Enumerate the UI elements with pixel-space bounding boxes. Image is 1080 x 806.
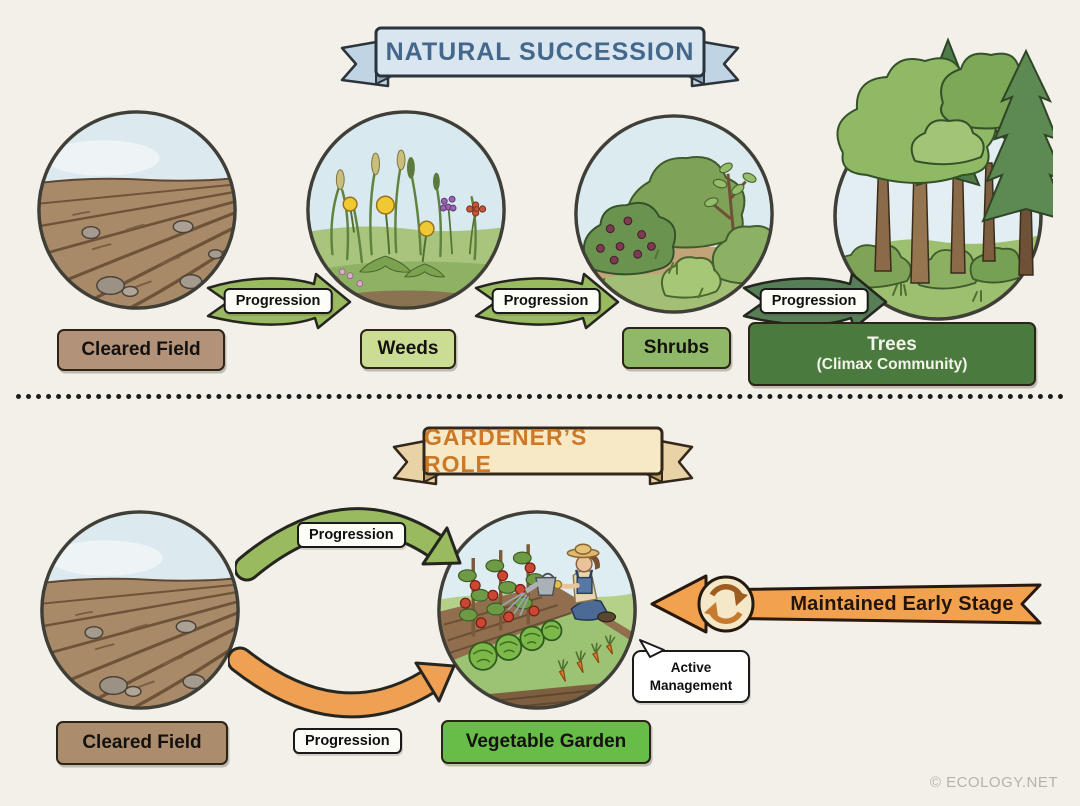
dotted-divider bbox=[16, 394, 1064, 399]
maintained-early-stage-label: Maintained Early Stage bbox=[790, 592, 1014, 615]
progression-label: Progression bbox=[759, 288, 869, 314]
cleared-field-illustration bbox=[34, 107, 240, 313]
weeds-illustration bbox=[303, 107, 509, 313]
gardeners-role-banner: GARDENER’S ROLE bbox=[388, 424, 698, 486]
trees-label-main: Trees bbox=[867, 334, 917, 356]
progression-arrow-1: Progression bbox=[202, 272, 354, 332]
progression-arrow-3: Progression bbox=[738, 272, 890, 332]
stage-label-cleared-field: Cleared Field bbox=[57, 329, 225, 371]
trees-label-sub: (Climax Community) bbox=[816, 356, 968, 374]
stage-label-cleared-field-bottom: Cleared Field bbox=[56, 721, 228, 765]
stage-label-weeds: Weeds bbox=[360, 329, 456, 369]
progression-arc-green bbox=[233, 490, 475, 595]
cycle-icon bbox=[697, 575, 755, 633]
progression-arrow-2: Progression bbox=[470, 272, 622, 332]
active-management-callout: Active Management bbox=[632, 639, 750, 704]
curved-arrow-icon bbox=[226, 646, 456, 719]
trees-illustration bbox=[823, 33, 1053, 323]
natural-succession-title: NATURAL SUCCESSION bbox=[385, 37, 695, 66]
progression-label-bottom: Progression bbox=[293, 728, 402, 754]
arrow-left-icon bbox=[650, 574, 1042, 634]
stage-label-shrubs: Shrubs bbox=[622, 327, 731, 369]
progression-label-top: Progression bbox=[297, 522, 406, 548]
curved-arrow-icon bbox=[233, 507, 462, 582]
stage-label-trees: Trees (Climax Community) bbox=[748, 322, 1036, 386]
maintained-early-stage-arrow: Maintained Early Stage bbox=[648, 571, 1050, 637]
ribbon-banner-shape bbox=[392, 426, 694, 486]
active-management-line2: Management bbox=[649, 677, 733, 693]
gardeners-role-title: GARDENER’S ROLE bbox=[424, 424, 588, 477]
active-management-line1: Active bbox=[670, 660, 712, 675]
vegetable-garden-illustration bbox=[434, 507, 640, 713]
copyright-text: © ECOLOGY.NET bbox=[929, 774, 1058, 791]
natural-succession-banner: NATURAL SUCCESSION bbox=[336, 24, 744, 88]
shrubs-illustration bbox=[571, 111, 777, 317]
progression-label: Progression bbox=[223, 288, 333, 314]
progression-label: Progression bbox=[491, 288, 601, 314]
callout-tail bbox=[639, 639, 665, 658]
cleared-field-illustration-bottom bbox=[37, 507, 243, 713]
stage-label-vegetable-garden: Vegetable Garden bbox=[441, 720, 651, 764]
progression-arc-orange bbox=[226, 642, 468, 747]
ribbon-banner-shape bbox=[340, 26, 740, 88]
